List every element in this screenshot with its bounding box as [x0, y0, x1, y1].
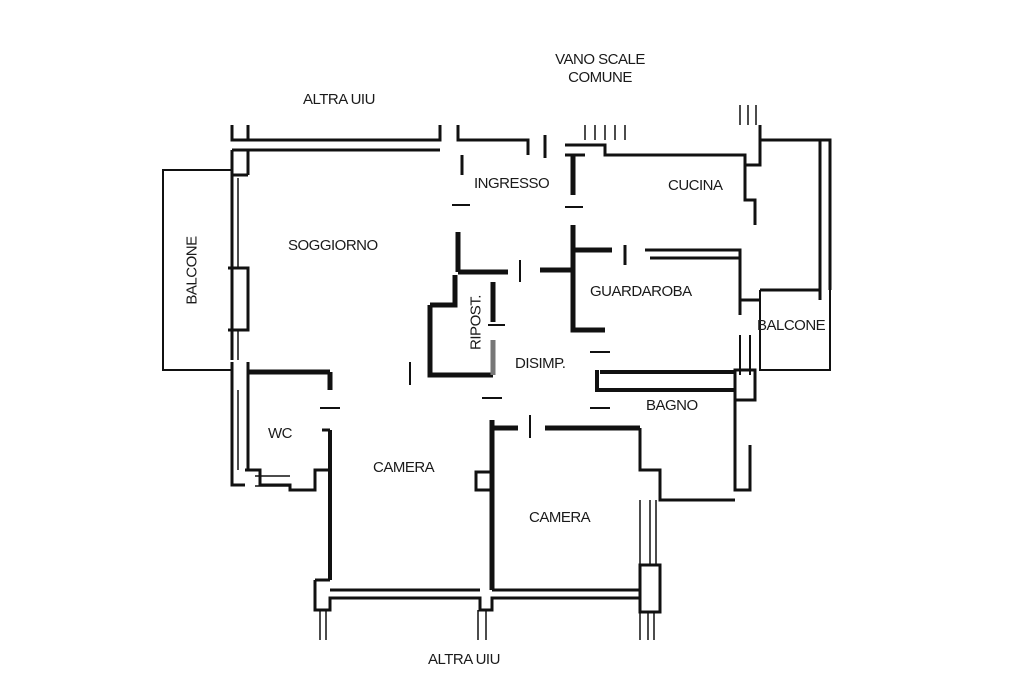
wall-left-thin: [237, 178, 290, 487]
wall-camera-right-right: [639, 500, 657, 565]
wall-bottom-thin: [319, 610, 655, 640]
label-soggiorno: SOGGIORNO: [288, 237, 378, 254]
label-vano-scale: VANO SCALE: [555, 51, 645, 68]
label-balcone-left: BALCONE: [183, 236, 201, 305]
label-wc: WC: [268, 425, 293, 442]
wall-camera-left-bottom: [313, 563, 662, 614]
wall-soggiorno-bottom: [248, 369, 333, 390]
label-balcone-right: BALCONE: [757, 317, 826, 334]
label-guardaroba: GUARDAROBA: [590, 283, 692, 300]
door-marks: [452, 204, 610, 438]
wall-soggiorno-door: [320, 362, 411, 409]
wall-bagno-right: [638, 368, 757, 502]
wall-top-left-inner: [232, 125, 530, 175]
label-ripost: RIPOST.: [467, 295, 485, 350]
wall-cucina-thin: [584, 105, 757, 140]
label-altra-uiu-bottom: ALTRA UIU: [428, 651, 500, 668]
label-camera-left: CAMERA: [373, 459, 435, 476]
label-ingresso: INGRESSO: [474, 175, 550, 192]
label-altra-uiu-top: ALTRA UIU: [303, 91, 375, 108]
wall-bagno: [595, 370, 735, 392]
balcone-left: [162, 169, 232, 371]
label-cucina: CUCINA: [668, 177, 723, 194]
label-bagno: BAGNO: [646, 397, 698, 414]
balcone-right: [739, 290, 831, 375]
wall-ripostiglio: [427, 232, 508, 378]
wall-ingresso-top: [543, 135, 832, 180]
wall-guardaroba-top: [623, 245, 820, 315]
wall-top-left: [230, 125, 442, 142]
wall-middle-nib: [474, 470, 494, 492]
label-comune: COMUNE: [568, 69, 632, 86]
wall-cucina-right: [743, 125, 832, 300]
label-disimp: DISIMP.: [515, 355, 566, 372]
wall-left: [228, 150, 250, 487]
door-ripost: [488, 260, 521, 326]
wall-guardaroba: [540, 225, 612, 333]
label-camera-right: CAMERA: [529, 509, 591, 526]
